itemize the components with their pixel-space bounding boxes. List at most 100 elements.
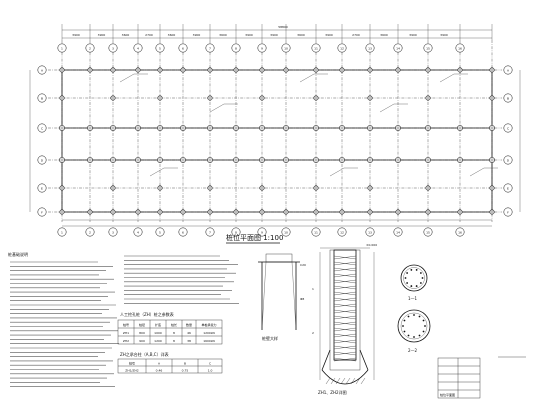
axis-bubble-top — [365, 43, 375, 53]
axis-label-top: 10 — [284, 47, 288, 51]
rebar-dot — [424, 325, 426, 327]
axis-bubble-top — [133, 43, 143, 53]
axis-label-bottom: 16 — [458, 231, 462, 235]
axis-label-bottom: 7 — [209, 231, 211, 235]
rebar-dot — [404, 277, 407, 279]
axis-bubble-right — [503, 155, 513, 165]
axis-label-bottom: 4 — [137, 231, 139, 235]
axis-bubble-left — [37, 65, 47, 75]
axis-label-top: 12 — [340, 47, 344, 51]
table1-header: 桩长 — [171, 322, 177, 327]
table1-header: 扩底 — [155, 322, 161, 327]
table1-header: 单桩承载力 — [201, 322, 216, 327]
table2-cell: 0.75 — [182, 369, 189, 373]
table1-header: 桩径 — [139, 322, 145, 327]
axis-bubble-bottom — [57, 227, 67, 237]
rebar-dot — [422, 330, 425, 333]
axis-label-left: E — [41, 186, 43, 190]
table1-cell: 38 — [187, 339, 191, 343]
top-dimension: 3600 — [122, 33, 130, 37]
top-dimension: 3900 — [72, 33, 80, 37]
axis-bubble-top — [155, 43, 165, 53]
table2-header: A — [158, 362, 161, 366]
axis-label-top: 7 — [209, 47, 211, 51]
axis-bubble-top — [57, 43, 67, 53]
axis-label-right: B — [507, 96, 509, 100]
axis-bubble-right — [503, 183, 513, 193]
axis-bubble-bottom — [365, 227, 375, 237]
axis-bubble-top — [257, 43, 267, 53]
axis-label-right: F — [507, 210, 509, 214]
rebar-dot — [410, 285, 413, 287]
axis-label-top: 3 — [112, 47, 114, 51]
top-dimension: 2700 — [145, 33, 153, 37]
section-2-label: 2—2 — [408, 348, 418, 353]
axis-label-top: 6 — [182, 47, 184, 51]
axis-label-bottom: 1 — [61, 231, 63, 235]
axis-bubble-right — [503, 123, 513, 133]
axis-bubble-top — [455, 43, 465, 53]
rebar-dot — [418, 315, 421, 318]
rebar-dot — [421, 277, 424, 279]
section-1-1: 1—1 — [400, 264, 428, 301]
axis-label-top: 11 — [314, 47, 318, 51]
rebar-dot — [410, 269, 413, 271]
axis-bubble-bottom — [155, 227, 165, 237]
axis-bubble-bottom — [257, 227, 267, 237]
axis-bubble-top — [178, 43, 188, 53]
section-1-label: 1—1 — [408, 296, 418, 301]
axis-label-bottom: 9 — [261, 231, 263, 235]
table1-frame — [117, 319, 223, 345]
rebar-dot — [403, 319, 406, 322]
svg-text:C20: C20 — [300, 263, 306, 267]
axis-label-left: D — [41, 158, 44, 162]
axis-label-bottom: 12 — [340, 231, 344, 235]
axis-label-bottom: 3 — [112, 231, 114, 235]
axis-label-bottom: 6 — [182, 231, 184, 235]
rebar-dot — [419, 282, 422, 284]
table2-cell: ZH1/ZH2 — [125, 369, 139, 373]
pile-elevation-detail: ±0.000 1 2 ZH1、ZH2详图 — [312, 243, 377, 395]
overall-dimension: 58800 — [278, 25, 288, 29]
table1-cell: 1000 — [154, 331, 162, 335]
top-dimension: 3900 — [245, 33, 253, 37]
axis-label-bottom: 10 — [284, 231, 288, 235]
table1-cell: 1200 — [154, 339, 162, 343]
axis-label-left: F — [41, 210, 43, 214]
axis-bubble-top — [337, 43, 347, 53]
notes-text-middle — [124, 255, 239, 304]
top-dimension: 3900 — [193, 33, 201, 37]
axis-bubble-bottom — [311, 227, 321, 237]
axis-bubble-bottom — [423, 227, 433, 237]
axis-label-left: B — [41, 96, 43, 100]
svg-text:Φ8: Φ8 — [300, 297, 304, 301]
rebar-dot — [413, 314, 415, 316]
axis-bubble-bottom — [231, 227, 241, 237]
table1-header: 数量 — [186, 322, 192, 327]
rebar-dot — [407, 334, 410, 337]
table1-header: 桩号 — [123, 322, 129, 327]
top-dimension: 3900 — [270, 33, 278, 37]
axis-label-left: A — [41, 68, 44, 72]
table1-cell: 1200kN — [203, 331, 215, 335]
axis-label-bottom: 15 — [426, 231, 430, 235]
axis-label-top: 14 — [396, 47, 400, 51]
axis-bubble-bottom — [337, 227, 347, 237]
axis-bubble-right — [503, 93, 513, 103]
axis-bubble-top — [281, 43, 291, 53]
top-dimension: 3900 — [98, 33, 106, 37]
table1-title: 人工挖孔桩（ZH）桩之参数表 — [120, 311, 174, 317]
notes-block: 桩基础说明 — [8, 251, 239, 388]
rebar-dot — [418, 334, 421, 337]
rebar-dot — [403, 330, 406, 333]
top-dimension: 3600 — [219, 33, 227, 37]
axis-label-bottom: 13 — [368, 231, 372, 235]
axis-label-bottom: 5 — [159, 231, 161, 235]
axis-bubble-right — [503, 207, 513, 217]
axis-label-top: 1 — [61, 47, 63, 51]
axis-label-bottom: 8 — [235, 231, 237, 235]
top-dimension: 3900 — [325, 33, 333, 37]
titleblock-label: 桩位平面图 — [440, 392, 455, 397]
table1-cell: 8 — [173, 339, 175, 343]
